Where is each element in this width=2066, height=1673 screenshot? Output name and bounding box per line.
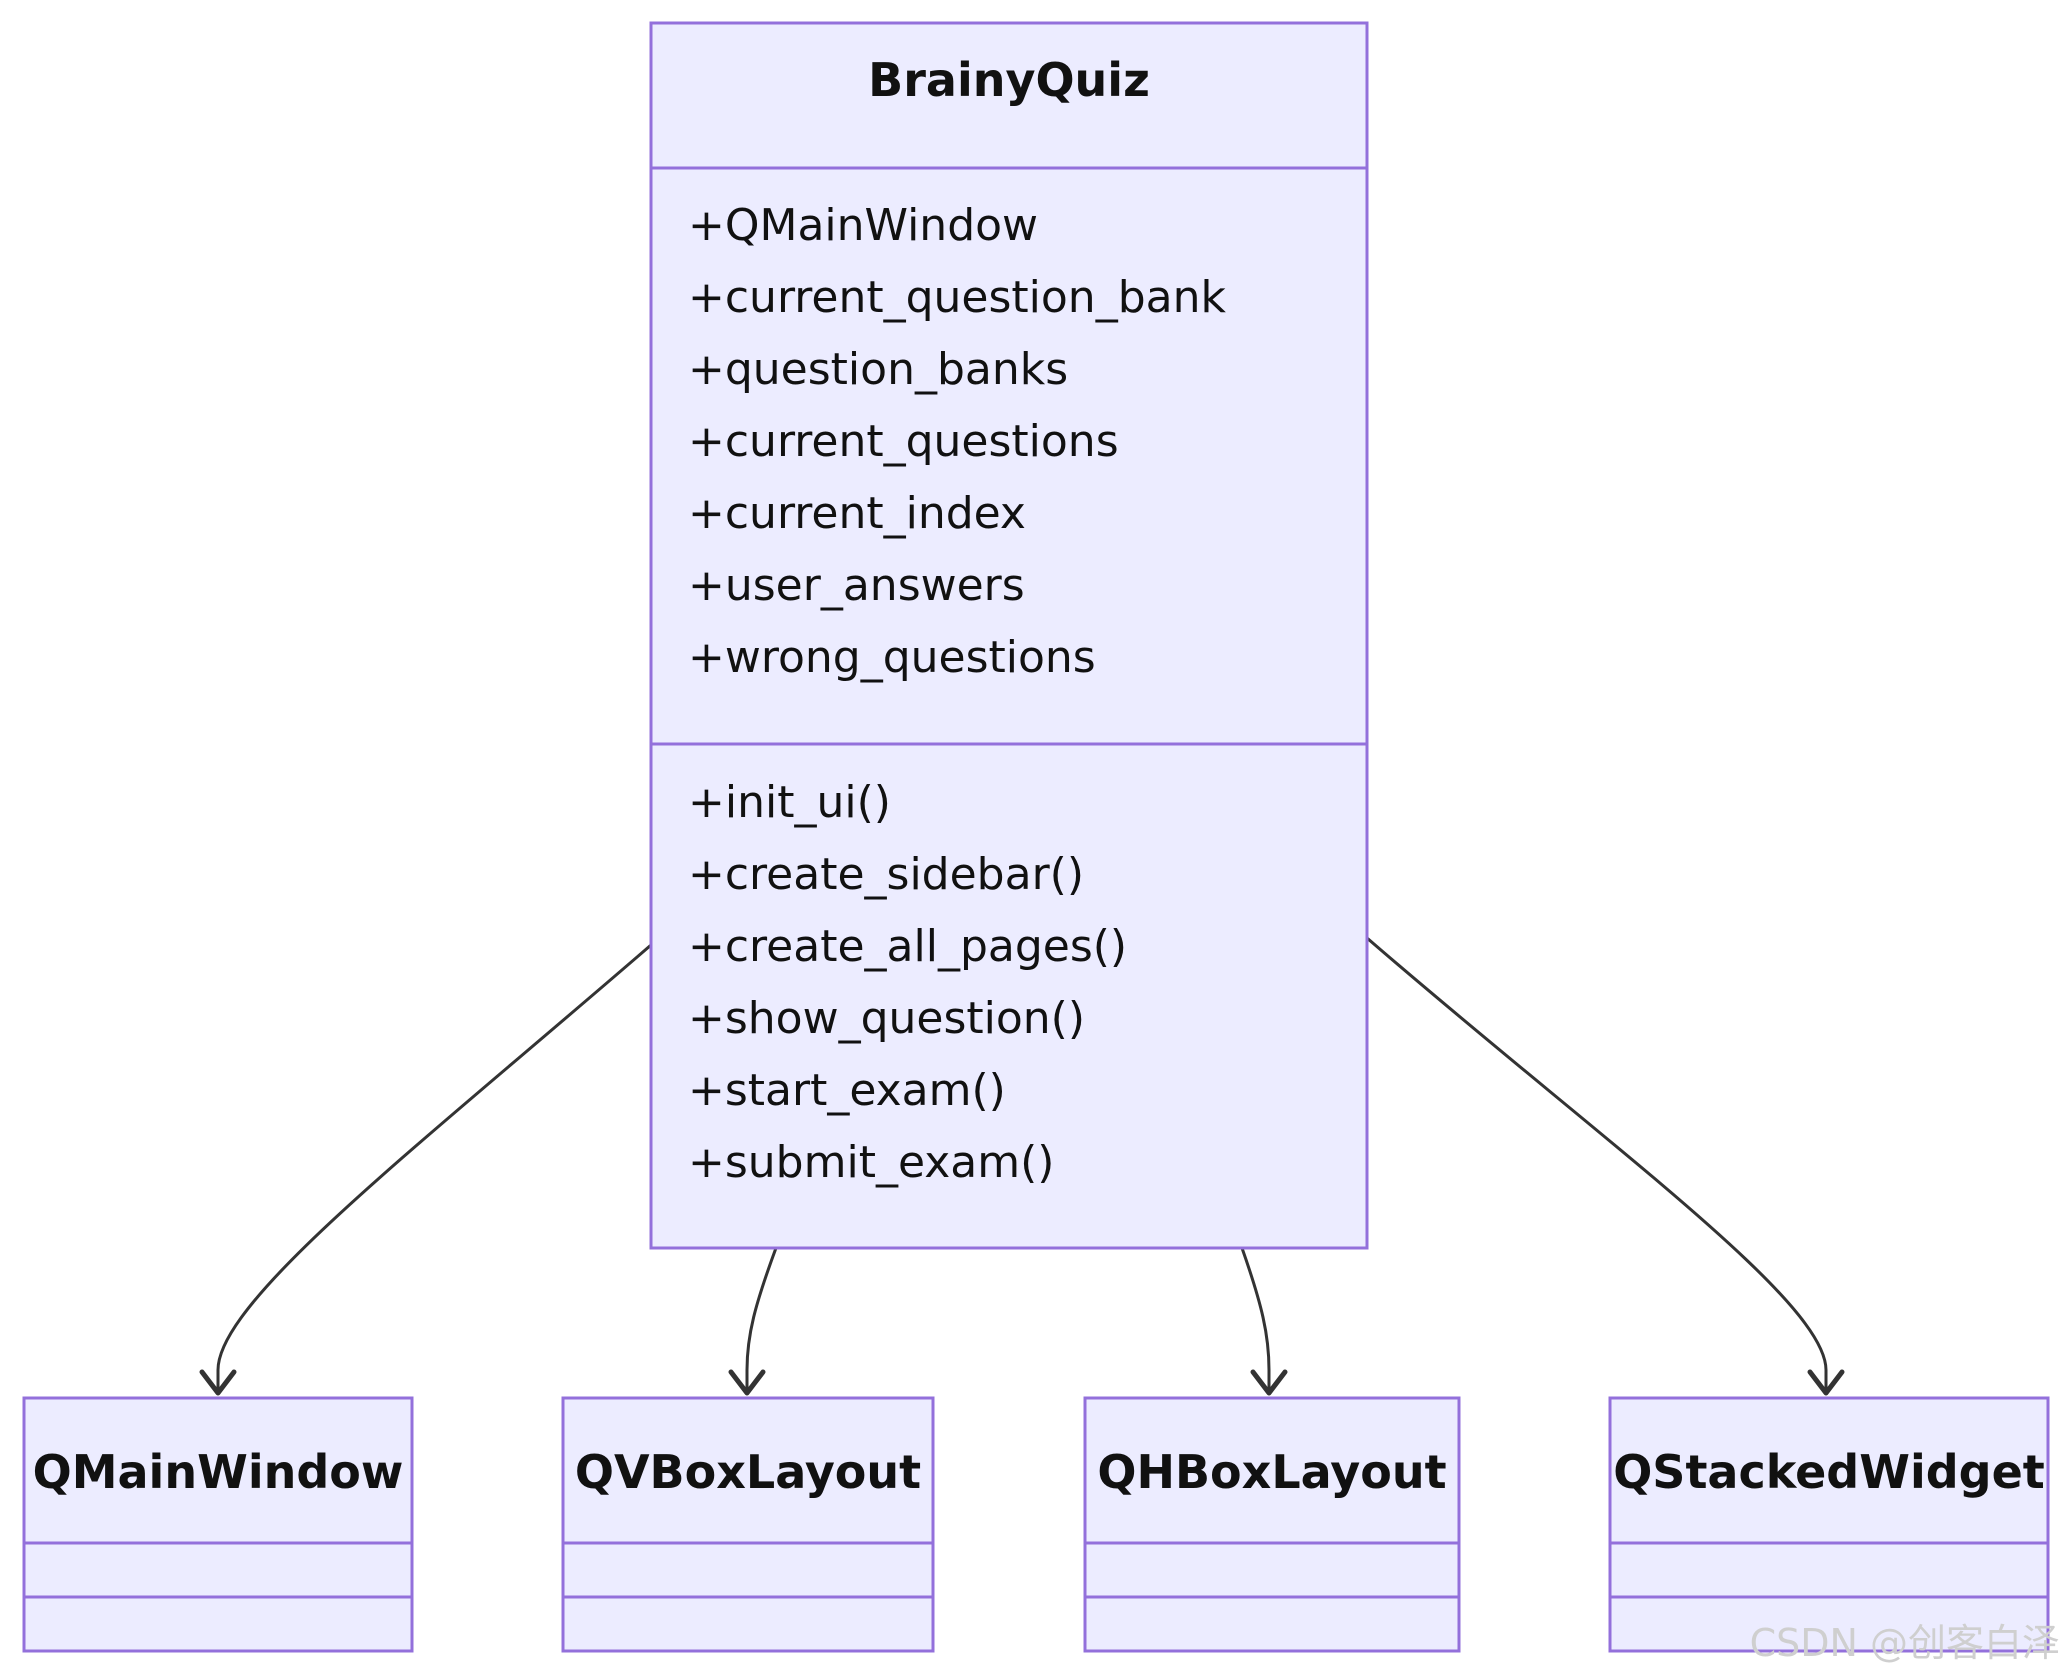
edge-brainyquiz-qvboxlayout [745,1247,778,1393]
method: +create_sidebar() [688,849,1084,900]
class-box [649,21,1369,1250]
class-box [1608,1396,2050,1653]
class-box [1083,1396,1461,1653]
attribute-list: +QMainWindow +current_question_bank +que… [688,200,1226,683]
method: +show_question() [688,993,1085,1044]
class-brainyquiz[interactable]: BrainyQuiz +QMainWindow +current_questio… [649,21,1369,1250]
class-name: QHBoxLayout [1097,1445,1446,1499]
relation-edges [199,936,1845,1396]
attribute: +user_answers [688,560,1025,611]
class-qstackedwidget[interactable]: QStackedWidget [1608,1396,2050,1653]
method: +init_ui() [688,777,891,828]
edge-brainyquiz-qhboxlayout [1240,1247,1271,1393]
class-name: QStackedWidget [1613,1445,2045,1499]
edge-brainyquiz-qmainwindow [216,943,652,1393]
arrowhead-qstackedwidget [1807,1369,1845,1396]
class-name: QVBoxLayout [575,1445,921,1499]
attribute: +current_question_bank [688,272,1226,323]
method-list: +init_ui() +create_sidebar() +create_all… [688,777,1127,1188]
attribute: +wrong_questions [688,632,1096,683]
watermark-text: CSDN @创客白泽 [1750,1621,2060,1665]
class-name: BrainyQuiz [868,53,1150,107]
class-qmainwindow[interactable]: QMainWindow [22,1396,414,1653]
class-box [561,1396,935,1653]
class-qvboxlayout[interactable]: QVBoxLayout [561,1396,935,1653]
class-name: QMainWindow [33,1445,404,1499]
attribute: +QMainWindow [688,200,1038,251]
method: +create_all_pages() [688,921,1127,972]
edge-brainyquiz-qstackedwidget [1366,936,1828,1393]
attribute: +question_banks [688,344,1068,395]
method: +submit_exam() [688,1137,1054,1188]
attribute: +current_questions [688,416,1119,467]
attribute: +current_index [688,488,1026,539]
class-qhboxlayout[interactable]: QHBoxLayout [1083,1396,1461,1653]
class-box [22,1396,414,1653]
method: +start_exam() [688,1065,1006,1116]
arrowhead-qvboxlayout [728,1369,766,1396]
arrowhead-qmainwindow [199,1369,237,1396]
arrowhead-qhboxlayout [1250,1369,1288,1396]
